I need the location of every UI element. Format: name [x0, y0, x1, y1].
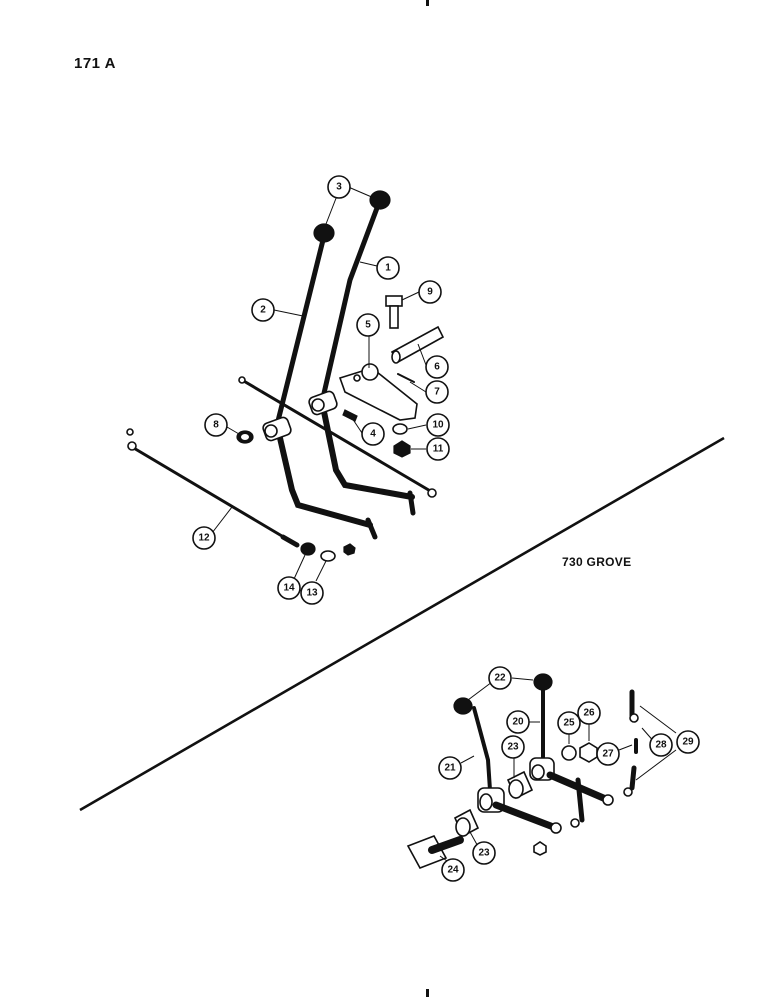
callout-12: 12 — [192, 526, 216, 550]
svg-text:1: 1 — [385, 263, 391, 274]
callout-14: 14 — [277, 576, 301, 600]
callout-1: 1 — [376, 256, 400, 280]
leader-lines — [211, 185, 677, 867]
lock-washer — [392, 423, 408, 435]
lever-2-arm — [274, 422, 373, 528]
callout-29: 29 — [676, 730, 700, 754]
svg-text:28: 28 — [655, 740, 667, 751]
svg-text:12: 12 — [198, 533, 210, 544]
hex-nut — [393, 440, 411, 458]
callout-6: 6 — [425, 355, 449, 379]
svg-text:23: 23 — [478, 848, 490, 859]
callout-5: 5 — [356, 313, 380, 337]
callout-22: 22 — [488, 666, 512, 690]
svg-text:25: 25 — [563, 718, 575, 729]
callout-bubbles: 1 2 3 4 5 6 7 8 9 10 11 12 13 14 20 21 2… — [192, 175, 700, 882]
knob-right — [369, 190, 391, 210]
callout-21: 21 — [438, 756, 462, 780]
callout-28: 28 — [649, 733, 673, 757]
callout-24: 24 — [441, 858, 465, 882]
svg-text:20: 20 — [512, 717, 524, 728]
nut-26 — [579, 742, 598, 763]
svg-text:5: 5 — [365, 320, 371, 331]
washer-25 — [561, 745, 577, 761]
svg-text:4: 4 — [370, 429, 376, 440]
callout-8: 8 — [204, 413, 228, 437]
callout-23-upper: 23 — [501, 735, 525, 759]
knob-left — [313, 223, 335, 243]
shift-rod — [130, 445, 294, 544]
knob-lever-20 — [533, 673, 553, 691]
callout-25: 25 — [557, 711, 581, 735]
lower-lever-assembly — [406, 673, 639, 869]
rear-rod — [240, 378, 434, 494]
svg-text:26: 26 — [583, 708, 595, 719]
svg-text:9: 9 — [427, 287, 433, 298]
cotter-pin — [397, 373, 415, 383]
svg-text:24: 24 — [447, 865, 459, 876]
lever-21 — [472, 706, 492, 792]
svg-text:29: 29 — [682, 737, 694, 748]
lever-1-arm — [319, 399, 415, 500]
clevis-lower — [629, 765, 637, 791]
callout-4: 4 — [361, 422, 385, 446]
callout-9: 9 — [418, 280, 442, 304]
callout-7: 7 — [425, 380, 449, 404]
callout-23-lower: 23 — [472, 841, 496, 865]
svg-text:21: 21 — [444, 763, 456, 774]
svg-text:27: 27 — [602, 749, 614, 760]
svg-text:7: 7 — [434, 387, 440, 398]
callout-10: 10 — [426, 413, 450, 437]
svg-text:23: 23 — [507, 742, 519, 753]
svg-text:8: 8 — [213, 420, 219, 431]
section-divider — [79, 436, 725, 812]
knob-lever-21 — [453, 697, 473, 715]
svg-text:22: 22 — [494, 673, 506, 684]
model-label: 730 GROVE — [562, 555, 632, 569]
cap-screw — [385, 295, 403, 307]
pivot-bolt — [406, 835, 448, 869]
lever-2-handle — [274, 229, 328, 428]
washer-rod-end — [300, 542, 316, 556]
bottom-edge-mark — [426, 989, 429, 997]
callout-13: 13 — [300, 581, 324, 605]
callout-11: 11 — [426, 437, 450, 461]
top-edge-mark — [426, 0, 429, 6]
callout-20: 20 — [506, 710, 530, 734]
svg-text:3: 3 — [336, 182, 342, 193]
svg-text:14: 14 — [283, 583, 295, 594]
svg-text:11: 11 — [433, 444, 444, 455]
svg-text:6: 6 — [434, 362, 440, 373]
upper-lever-assembly — [126, 190, 445, 562]
svg-text:13: 13 — [306, 588, 318, 599]
page-number: 171 A — [74, 55, 116, 72]
pivot-bracket — [338, 367, 418, 421]
svg-text:2: 2 — [260, 305, 266, 316]
callout-2: 2 — [251, 298, 275, 322]
clevis-pin — [320, 550, 336, 562]
callout-3: 3 — [327, 175, 351, 199]
lever-1-handle — [319, 197, 383, 405]
svg-text:10: 10 — [432, 420, 444, 431]
callout-27: 27 — [596, 742, 620, 766]
set-screw — [342, 409, 358, 422]
callout-26: 26 — [577, 701, 601, 725]
